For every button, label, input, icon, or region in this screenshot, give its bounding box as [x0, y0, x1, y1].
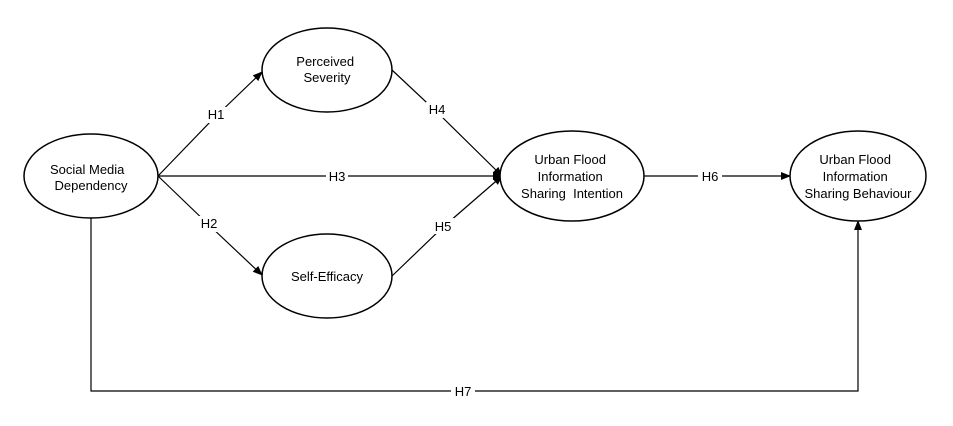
node-social-media-dependency: Social Media Dependency [23, 133, 159, 219]
edge-h4-line [391, 69, 503, 177]
node-sharing-intention-ellipse [499, 130, 645, 222]
edge-h5-label-bg [432, 218, 454, 234]
edge-h5-label: H5 [435, 219, 452, 234]
edge-h2: H2 [157, 175, 263, 276]
node-perceived-severity-line-1: Perceived [296, 54, 354, 69]
edge-h3: H3 [158, 168, 503, 184]
node-self-efficacy-label: Self-Efficacy [291, 269, 364, 284]
node-self-efficacy: Self-Efficacy [261, 233, 393, 319]
edge-h2-label: H2 [201, 216, 218, 231]
node-social-media-dependency-line-1: Social Media [50, 162, 125, 177]
node-sharing-intention-line-2: Information [538, 169, 603, 184]
node-sharing-intention-label: Urban Flood Information Sharing Intentio… [521, 152, 623, 201]
edge-h4-label-bg [426, 102, 448, 118]
edge-h3-label: H3 [329, 169, 346, 184]
node-self-efficacy-ellipse [261, 233, 393, 319]
edge-h1-line [157, 71, 263, 177]
edge-h6: H6 [644, 168, 791, 184]
node-perceived-severity-label: Perceived Severity [296, 54, 357, 85]
edge-h6-label-bg [698, 168, 722, 184]
node-perceived-severity-ellipse [261, 27, 393, 113]
edges: H1 H2 H3 H4 H5 H6 [90, 69, 862, 399]
node-social-media-dependency-label: Social Media Dependency [50, 162, 128, 193]
edge-h4: H4 [391, 69, 503, 177]
edge-h1-label: H1 [208, 107, 225, 122]
edge-h1: H1 [157, 71, 263, 177]
node-perceived-severity: Perceived Severity [261, 27, 393, 113]
node-sharing-intention-line-3: Sharing Intention [521, 186, 623, 201]
edge-h1-label-bg [205, 107, 227, 123]
edge-h5: H5 [391, 175, 503, 277]
node-sharing-behaviour: Urban Flood Information Sharing Behaviou… [789, 130, 927, 222]
edge-h3-label-bg [326, 168, 348, 184]
edge-h2-label-bg [198, 216, 220, 232]
node-sharing-behaviour-label: Urban Flood Information Sharing Behaviou… [805, 152, 913, 201]
edge-h7: H7 [90, 218, 862, 399]
node-sharing-behaviour-line-2: Information [823, 169, 888, 184]
node-social-media-dependency-line-2: Dependency [55, 178, 128, 193]
nodes: Social Media Dependency Perceived Severi… [23, 27, 927, 319]
node-sharing-behaviour-ellipse [789, 130, 927, 222]
node-self-efficacy-line-1: Self-Efficacy [291, 269, 364, 284]
edge-h4-label: H4 [429, 102, 446, 117]
edge-h7-line [90, 218, 862, 392]
node-social-media-dependency-ellipse [23, 133, 159, 219]
edge-h7-label: H7 [455, 384, 472, 399]
node-perceived-severity-line-2: Severity [304, 70, 351, 85]
node-sharing-intention-line-1: Urban Flood [534, 152, 606, 167]
node-sharing-behaviour-line-3: Sharing Behaviour [805, 186, 913, 201]
node-sharing-behaviour-line-1: Urban Flood [819, 152, 891, 167]
edge-h7-label-bg [451, 383, 475, 399]
edge-h6-label: H6 [702, 169, 719, 184]
node-sharing-intention: Urban Flood Information Sharing Intentio… [499, 130, 645, 222]
